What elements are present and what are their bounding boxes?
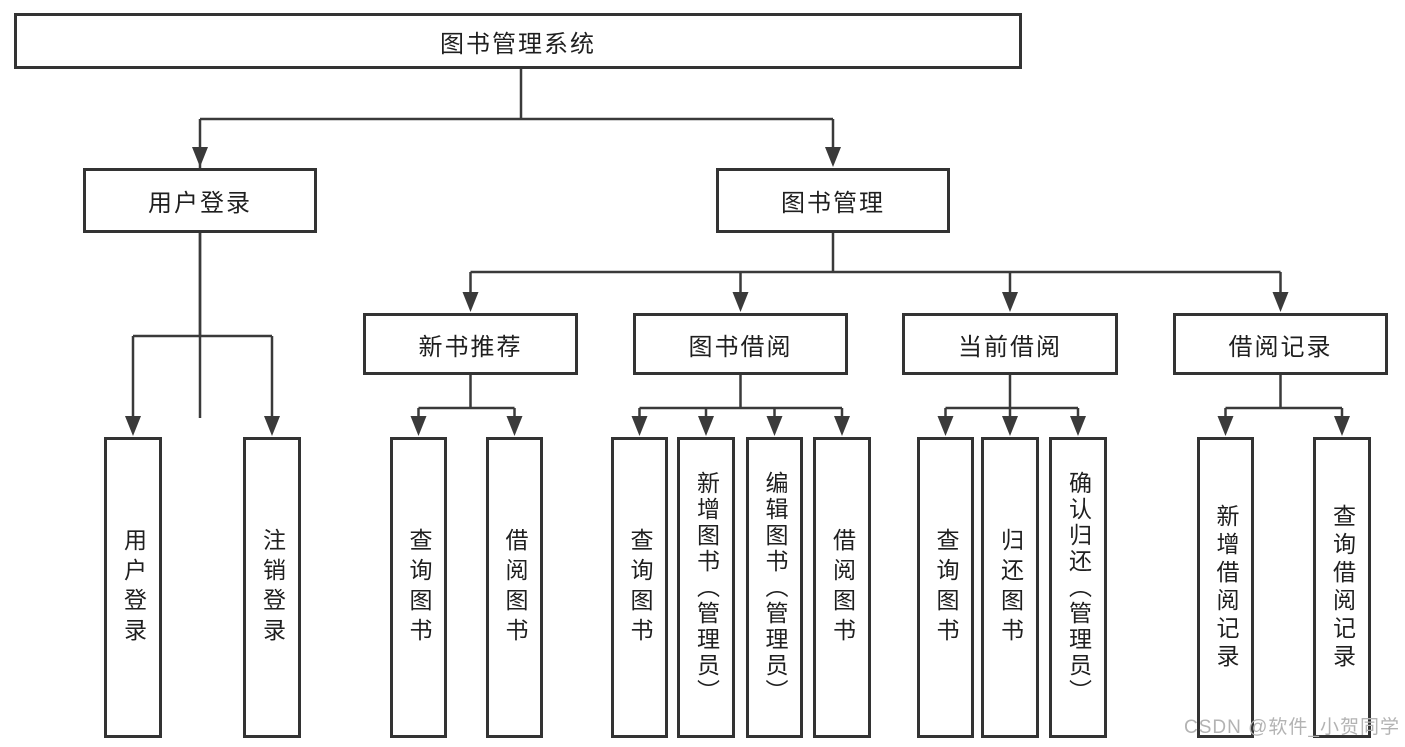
- connector-borrowrecord-group: [1224, 375, 1344, 420]
- arrowhead-icon: [410, 416, 427, 436]
- node-current-borrow-label: 当前借阅: [958, 333, 1062, 361]
- node-book-borrow: 图书借阅: [633, 313, 848, 375]
- node-book-management-label: 图书管理: [781, 190, 885, 217]
- leaf-confirm-return-admin-label: 确认归还（管理员）: [1065, 470, 1092, 705]
- arrowhead-icon: [1002, 292, 1018, 312]
- node-book-management: 图书管理: [716, 168, 950, 233]
- leaf-borrow-books-1: 借阅图书: [486, 437, 543, 738]
- arrowhead-icon: [462, 292, 479, 312]
- csdn-watermark: CSDN @软件_小贺同学: [1184, 717, 1400, 738]
- arrowhead-icon: [1272, 292, 1289, 312]
- arrowhead-icon: [1070, 416, 1086, 436]
- leaf-query-books-2-label: 查询图书: [627, 527, 653, 648]
- leaf-query-books-3: 查询图书: [917, 437, 974, 738]
- leaf-logout-label: 注销登录: [259, 527, 286, 648]
- leaf-query-books-1-label: 查询图书: [406, 527, 432, 648]
- node-user-login: 用户登录: [83, 168, 317, 233]
- leaf-return-book-label: 归还图书: [997, 527, 1024, 648]
- arrowhead-icon: [1002, 416, 1018, 436]
- node-new-book-recommend: 新书推荐: [363, 313, 578, 375]
- leaf-borrow-books-1-label: 借阅图书: [502, 527, 528, 648]
- leaf-query-borrow-record-label: 查询借阅记录: [1329, 503, 1356, 672]
- node-root-label: 图书管理系统: [440, 30, 596, 58]
- leaf-add-book-admin: 新增图书（管理员）: [677, 437, 735, 738]
- node-book-borrow-label: 图书借阅: [688, 333, 793, 361]
- node-borrow-records: 借阅记录: [1173, 313, 1388, 375]
- leaf-query-books-2: 查询图书: [611, 437, 668, 738]
- arrowhead-icon: [631, 416, 648, 436]
- connector-currentborrow-group: [944, 375, 1080, 420]
- leaf-confirm-return-admin: 确认归还（管理员）: [1049, 437, 1107, 738]
- arrowhead-icon: [264, 416, 280, 436]
- connector-root-to-level2: [198, 69, 835, 418]
- arrowhead-icon: [732, 292, 749, 312]
- leaf-add-borrow-record: 新增借阅记录: [1197, 437, 1254, 738]
- arrowhead-icon: [192, 147, 208, 167]
- arrowhead-icon: [825, 147, 841, 167]
- node-user-login-label: 用户登录: [148, 190, 252, 217]
- connector-bookborrow-group: [638, 375, 844, 420]
- connector-bookmgmt-to-level3: [469, 233, 1282, 296]
- leaf-user-login-label: 用户登录: [120, 527, 147, 648]
- arrowhead-icon: [766, 416, 783, 436]
- leaf-add-book-admin-label: 新增图书（管理员）: [693, 470, 720, 705]
- arrowhead-icon: [1334, 416, 1350, 436]
- arrowhead-icon: [506, 416, 523, 436]
- leaf-query-books-1: 查询图书: [390, 437, 447, 738]
- arrowhead-icon: [125, 416, 141, 436]
- leaf-query-borrow-record: 查询借阅记录: [1313, 437, 1371, 738]
- leaf-edit-book-admin-label: 编辑图书（管理员）: [762, 470, 788, 705]
- leaf-query-books-3-label: 查询图书: [933, 527, 959, 648]
- node-new-book-recommend-label: 新书推荐: [418, 333, 523, 361]
- arrowhead-icon: [937, 416, 954, 436]
- connector-newbook-group: [417, 375, 516, 420]
- leaf-borrow-books-2-label: 借阅图书: [829, 527, 856, 648]
- leaf-logout: 注销登录: [243, 437, 301, 738]
- arrowhead-icon: [834, 416, 850, 436]
- node-borrow-records-label: 借阅记录: [1228, 333, 1333, 361]
- leaf-edit-book-admin: 编辑图书（管理员）: [746, 437, 803, 738]
- arrowhead-icon: [698, 416, 714, 436]
- connector-userlogin-group: [131, 233, 274, 420]
- leaf-return-book: 归还图书: [981, 437, 1039, 738]
- node-current-borrow: 当前借阅: [902, 313, 1118, 375]
- arrowhead-icon: [1217, 416, 1234, 436]
- leaf-user-login: 用户登录: [104, 437, 162, 738]
- leaf-borrow-books-2: 借阅图书: [813, 437, 871, 738]
- leaf-add-borrow-record-label: 新增借阅记录: [1213, 503, 1239, 672]
- node-root: 图书管理系统: [14, 13, 1022, 69]
